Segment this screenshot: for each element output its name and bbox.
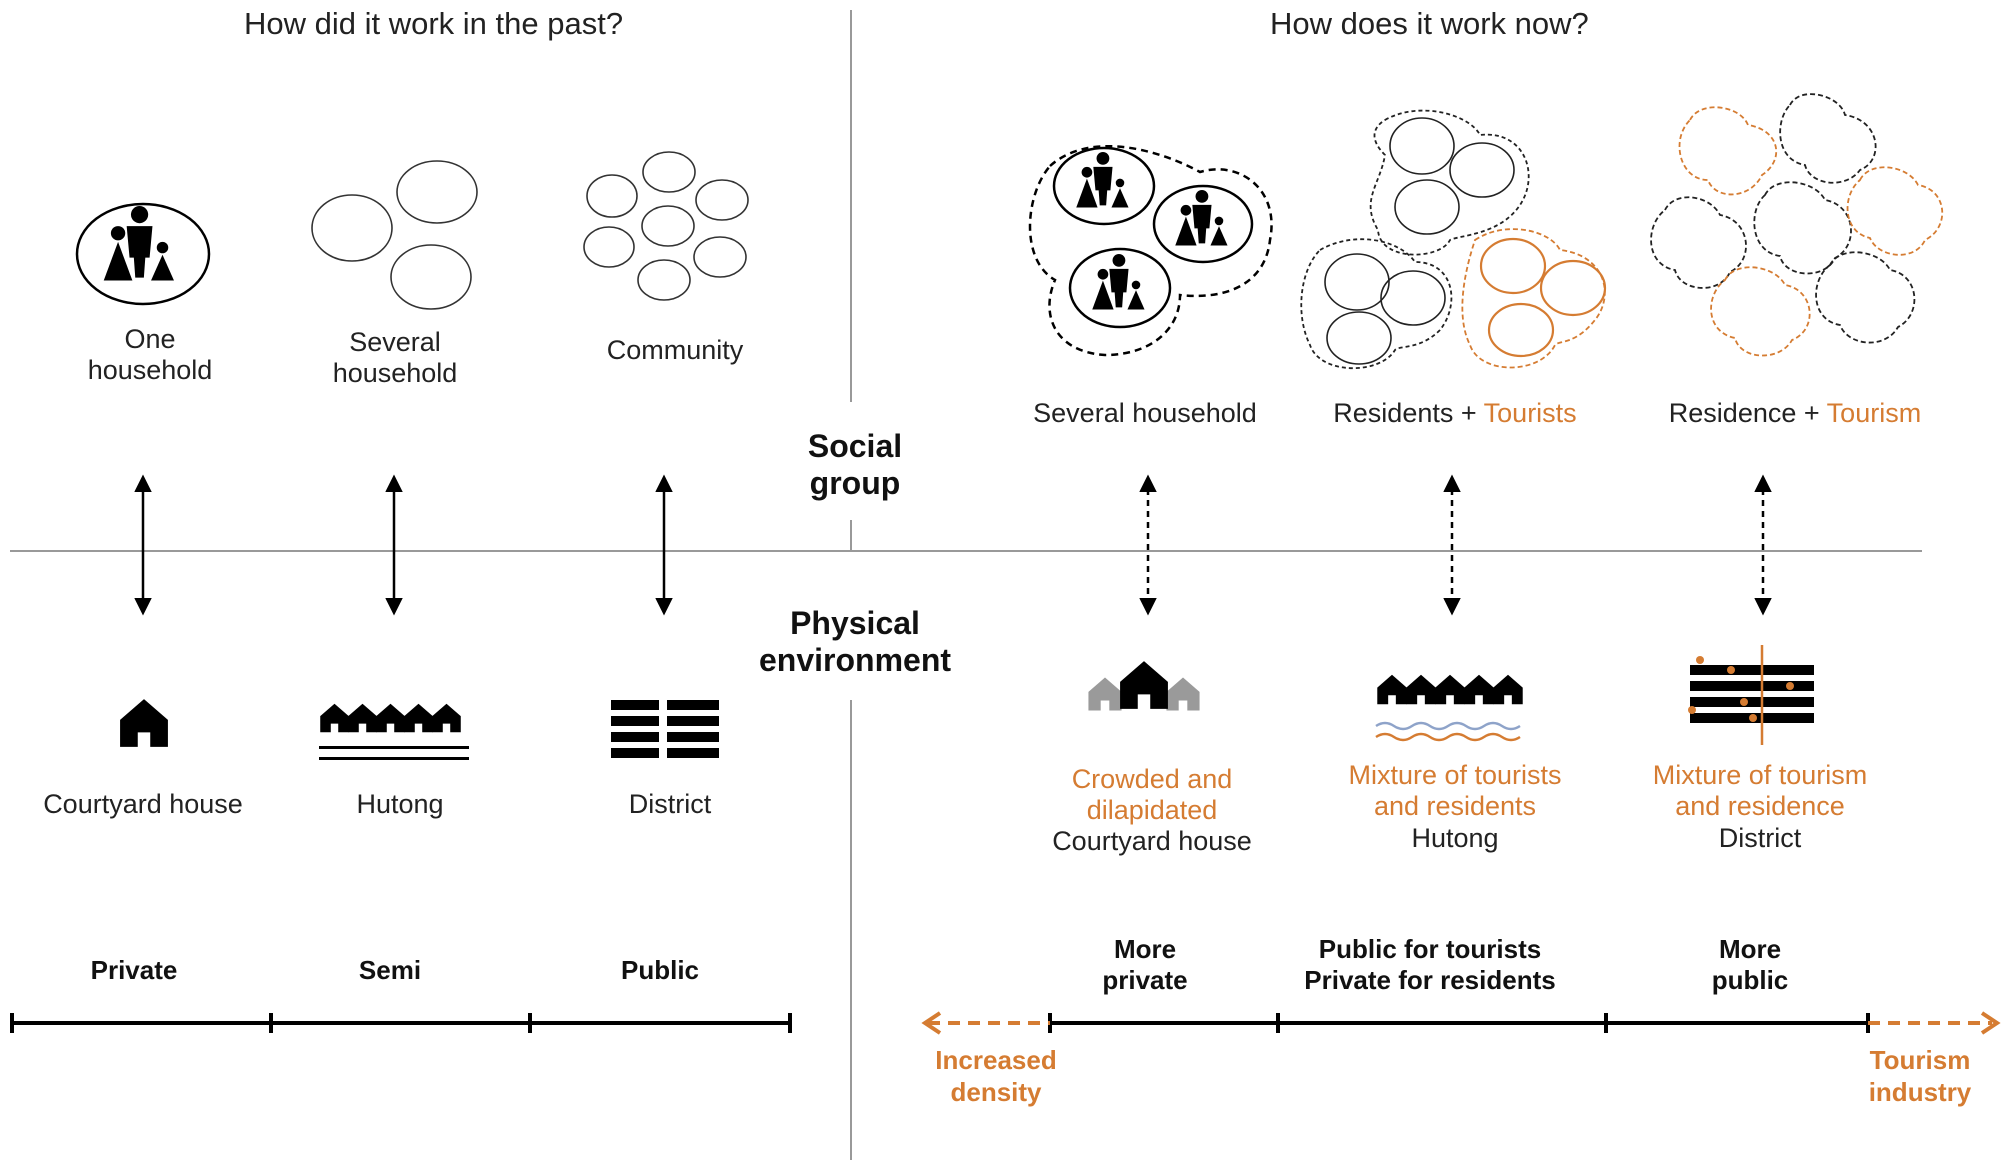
residence-text: Residence + — [1668, 398, 1820, 428]
several-household-cluster-icon — [1028, 145, 1273, 357]
past-scale-semi: Semi — [358, 955, 422, 985]
past-social-community: Community — [606, 335, 744, 365]
past-physical-courtyard: Courtyard house — [43, 789, 243, 819]
past-physical-hutong: Hutong — [356, 789, 444, 819]
now-social-several-household: Several household — [1033, 398, 1257, 428]
now-physical-courtyard-orange: Crowded and dilapidated — [1071, 764, 1233, 825]
physical-environment-label: Physical environment — [758, 605, 952, 678]
past-scale-public: Public — [620, 955, 699, 985]
mixed-hutong-icon — [1375, 674, 1523, 742]
residence-tourism-cluster-icon — [1650, 93, 1944, 357]
past-scale-line — [10, 1013, 792, 1033]
past-scale-private: Private — [90, 955, 178, 985]
now-scale-public-private: Public for tourists Private for resident… — [1304, 934, 1556, 995]
now-physical-district-black: District — [1718, 823, 1802, 853]
now-social-residence-tourism: Residence + Tourism — [1660, 398, 1930, 429]
hutong-icon — [319, 703, 469, 760]
crowded-courtyard-house-icon — [1088, 661, 1200, 711]
now-physical-hutong-orange: Mixture of tourists and residents — [1348, 760, 1562, 821]
scale-end-tourism-industry: Tourism industry — [1868, 1045, 1972, 1107]
community-bubbles-icon — [583, 151, 749, 301]
courtyard-house-icon — [120, 699, 168, 747]
now-physical-hutong-black: Hutong — [1411, 823, 1499, 853]
now-scale-line — [921, 1011, 2001, 1035]
now-scale-more-public: More public — [1711, 934, 1789, 995]
now-physical-courtyard-black: Courtyard house — [1052, 826, 1252, 856]
district-icon — [611, 700, 719, 758]
several-household-bubbles-icon — [311, 160, 478, 310]
now-scale-more-private: More private — [1102, 934, 1188, 995]
mixed-district-icon — [1688, 645, 1814, 745]
one-household-family-icon — [75, 202, 211, 306]
now-title: How does it work now? — [1270, 6, 1589, 41]
tourists-text: Tourists — [1483, 398, 1577, 428]
now-physical-district-orange: Mixture of tourism and residence — [1652, 760, 1868, 821]
past-title: How did it work in the past? — [244, 6, 624, 41]
double-arrow-icon — [134, 474, 673, 616]
residents-tourists-cluster-icon — [1300, 109, 1607, 370]
residents-text: Residents + — [1333, 398, 1477, 428]
dashed-double-arrow-icon — [1139, 474, 1772, 616]
past-social-several-household: Several household — [332, 327, 458, 388]
scale-end-increased-density: Increased density — [935, 1045, 1057, 1107]
past-social-one-household: One household — [87, 324, 213, 385]
past-physical-district: District — [628, 789, 712, 819]
social-group-label: Social group — [807, 428, 903, 501]
now-social-residents-tourists: Residents + Tourists — [1320, 398, 1590, 429]
tourism-text: Tourism — [1826, 398, 1922, 428]
